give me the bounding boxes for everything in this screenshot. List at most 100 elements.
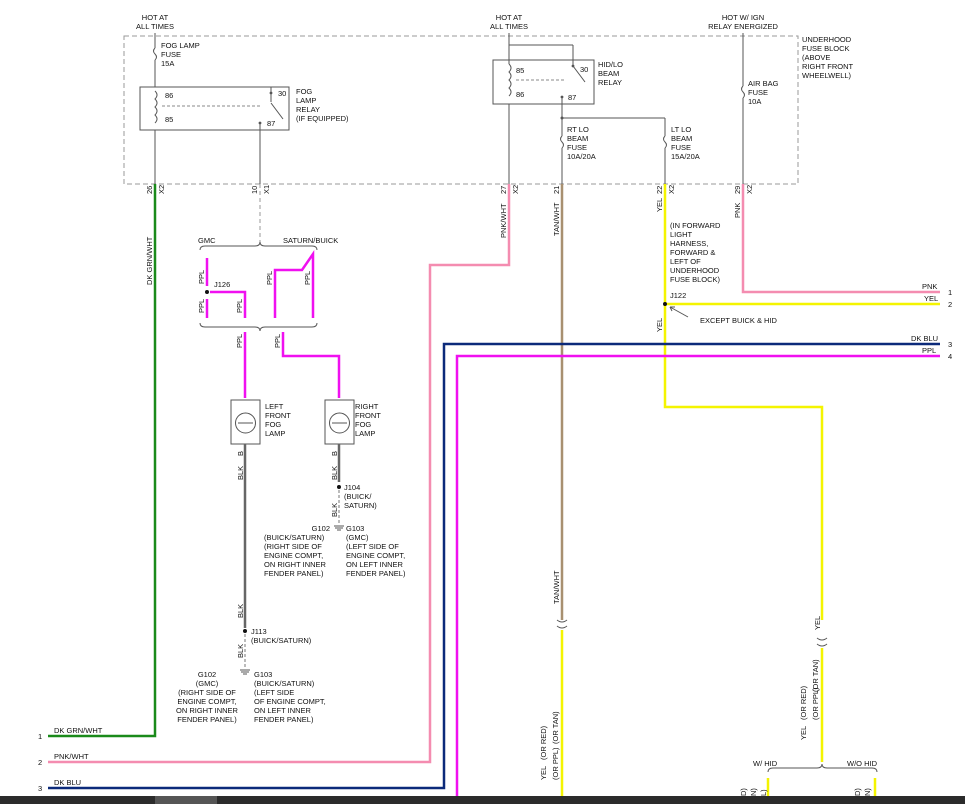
fog-lamp-fuse: FOG LAMP FUSE 15A bbox=[153, 33, 200, 87]
svg-text:FOG: FOG bbox=[265, 420, 281, 429]
svg-text:RT LO: RT LO bbox=[567, 125, 589, 134]
gmc-ppl-wiring: PPL PPL PPL J126 bbox=[197, 258, 247, 318]
svg-text:RIGHT FRONT: RIGHT FRONT bbox=[802, 62, 854, 71]
svg-text:(RIGHT SIDE OF: (RIGHT SIDE OF bbox=[178, 688, 236, 697]
svg-text:UNDERHOOD: UNDERHOOD bbox=[802, 35, 852, 44]
svg-text:26: 26 bbox=[145, 186, 154, 194]
svg-text:X2: X2 bbox=[511, 185, 520, 194]
svg-text:LAMP: LAMP bbox=[265, 429, 285, 438]
air-bag-fuse: AIR BAG FUSE 10A bbox=[741, 33, 779, 184]
supply-label-1: HOT AT ALL TIMES bbox=[136, 13, 174, 31]
splice-j122 bbox=[663, 302, 667, 306]
svg-text:FRONT: FRONT bbox=[355, 411, 381, 420]
label-ppl-left: PPL bbox=[235, 334, 244, 348]
svg-text:3: 3 bbox=[948, 340, 952, 349]
svg-text:G102: G102 bbox=[312, 524, 330, 533]
j122-note: (IN FORWARD LIGHT HARNESS, FORWARD & LEF… bbox=[670, 221, 721, 300]
ground-g102-gmc: G102 (GMC) (RIGHT SIDE OF ENGINE COMPT, … bbox=[176, 670, 239, 724]
svg-text:HID/LO: HID/LO bbox=[598, 60, 623, 69]
svg-text:J122: J122 bbox=[670, 291, 686, 300]
lt-lo-beam-fuse: LT LO BEAM FUSE 15A/20A bbox=[663, 118, 700, 184]
svg-text:86: 86 bbox=[516, 90, 524, 99]
svg-text:PPL: PPL bbox=[197, 299, 206, 313]
svg-text:LIGHT: LIGHT bbox=[670, 230, 693, 239]
left-front-fog-lamp: LEFT FRONT FOG LAMP bbox=[230, 399, 291, 445]
svg-text:FRONT: FRONT bbox=[265, 411, 291, 420]
svg-text:PPL: PPL bbox=[265, 271, 274, 285]
svg-text:PPL: PPL bbox=[197, 270, 206, 284]
wire-yel-lt-lo-beam bbox=[663, 184, 824, 620]
svg-text:(ABOVE: (ABOVE bbox=[802, 53, 830, 62]
svg-text:FENDER PANEL): FENDER PANEL) bbox=[346, 569, 406, 578]
wire-dk-blu bbox=[48, 342, 940, 790]
variant-bracket-bottom bbox=[199, 322, 318, 332]
fuse-block-label: UNDERHOOD FUSE BLOCK (ABOVE RIGHT FRONT … bbox=[802, 35, 854, 80]
svg-text:10A/20A: 10A/20A bbox=[567, 152, 596, 161]
svg-text:N): N) bbox=[863, 788, 872, 796]
right-lamp-ground-wiring: B BLK BLK J104 (BUICK/ SATURN) bbox=[330, 444, 377, 531]
svg-text:SATURN/BUICK: SATURN/BUICK bbox=[283, 236, 338, 245]
svg-text:FOG: FOG bbox=[296, 87, 312, 96]
svg-text:AIR BAG: AIR BAG bbox=[748, 79, 779, 88]
tan-yel-transition bbox=[556, 619, 568, 629]
svg-text:30: 30 bbox=[580, 65, 588, 74]
svg-text:(LEFT SIDE OF: (LEFT SIDE OF bbox=[346, 542, 399, 551]
svg-text:HOT W/ IGN: HOT W/ IGN bbox=[722, 13, 764, 22]
svg-text:15A/20A: 15A/20A bbox=[671, 152, 700, 161]
saturn-buick-ppl-wiring: PPL PPL bbox=[265, 249, 315, 318]
svg-text:ON LEFT INNER: ON LEFT INNER bbox=[254, 706, 312, 715]
svg-text:(LEFT SIDE: (LEFT SIDE bbox=[254, 688, 294, 697]
svg-text:OF ENGINE COMPT,: OF ENGINE COMPT, bbox=[254, 697, 326, 706]
svg-text:2: 2 bbox=[948, 300, 952, 309]
svg-text:FUSE: FUSE bbox=[671, 143, 691, 152]
supply-label-2: HOT AT ALL TIMES bbox=[490, 13, 528, 31]
svg-text:FENDER PANEL): FENDER PANEL) bbox=[254, 715, 314, 724]
yel-transition-right bbox=[816, 637, 828, 647]
svg-text:(IN FORWARD: (IN FORWARD bbox=[670, 221, 721, 230]
svg-text:RELAY: RELAY bbox=[598, 78, 622, 87]
left-lamp-ground-wiring: B BLK BLK BLK J113 (BUICK/SATURN) bbox=[236, 444, 312, 675]
svg-text:PPL: PPL bbox=[235, 299, 244, 313]
label-yel-vertical-top: YEL bbox=[655, 198, 664, 212]
bottom-toolbar-strip bbox=[0, 796, 965, 804]
svg-text:UNDERHOOD: UNDERHOOD bbox=[670, 266, 720, 275]
toolbar-segment bbox=[155, 796, 217, 804]
label-dk-grn-wht-vertical: DK GRN/WHT bbox=[145, 236, 154, 285]
svg-text:85: 85 bbox=[165, 115, 173, 124]
svg-text:(OR PPL): (OR PPL) bbox=[811, 687, 820, 720]
svg-text:(BUICK/SATURN): (BUICK/SATURN) bbox=[254, 679, 315, 688]
right-front-fog-lamp: RIGHT FRONT FOG LAMP bbox=[324, 399, 381, 445]
svg-text:(GMC): (GMC) bbox=[346, 533, 369, 542]
svg-text:ON LEFT INNER: ON LEFT INNER bbox=[346, 560, 404, 569]
svg-text:B: B bbox=[330, 451, 339, 456]
wire-ppl-right-lamp bbox=[281, 332, 341, 398]
label-yel-or-red-or-ppl-left: YEL (OR RED) (OR PPL) (OR TAN) bbox=[539, 711, 560, 780]
label-yel-right-top: YEL bbox=[813, 616, 822, 630]
svg-text:J113: J113 bbox=[251, 627, 267, 636]
svg-text:YEL: YEL bbox=[539, 766, 548, 780]
svg-text:(GMC): (GMC) bbox=[196, 679, 219, 688]
svg-text:W/ HID: W/ HID bbox=[753, 759, 778, 768]
svg-text:FUSE: FUSE bbox=[161, 50, 181, 59]
svg-text:ENGINE COMPT,: ENGINE COMPT, bbox=[177, 697, 236, 706]
svg-text:FENDER PANEL): FENDER PANEL) bbox=[177, 715, 237, 724]
svg-text:WHEELWELL): WHEELWELL) bbox=[802, 71, 852, 80]
svg-text:10A: 10A bbox=[748, 97, 761, 106]
label-tan-wht-bottom: TAN/WHT bbox=[552, 570, 561, 604]
svg-text:BEAM: BEAM bbox=[567, 134, 588, 143]
svg-text:YEL: YEL bbox=[799, 726, 808, 740]
svg-text:PPL: PPL bbox=[303, 271, 312, 285]
svg-text:ALL TIMES: ALL TIMES bbox=[490, 22, 528, 31]
label-tan-wht-top: TAN/WHT bbox=[552, 202, 561, 236]
svg-text:RELAY: RELAY bbox=[296, 105, 320, 114]
svg-text:X2: X2 bbox=[667, 185, 676, 194]
svg-text:J126: J126 bbox=[214, 280, 230, 289]
svg-text:(OR RED): (OR RED) bbox=[799, 685, 808, 720]
svg-text:X1: X1 bbox=[262, 185, 271, 194]
svg-text:BLK: BLK bbox=[330, 466, 339, 480]
label-pnk-wht-vertical: PNK/WHT bbox=[499, 203, 508, 238]
connector-cavities: 26 X2 10 X1 27 X2 21 22 X2 29 X2 bbox=[145, 185, 754, 194]
svg-text:3: 3 bbox=[38, 784, 42, 793]
svg-text:FUSE: FUSE bbox=[748, 88, 768, 97]
svg-text:4: 4 bbox=[948, 352, 952, 361]
